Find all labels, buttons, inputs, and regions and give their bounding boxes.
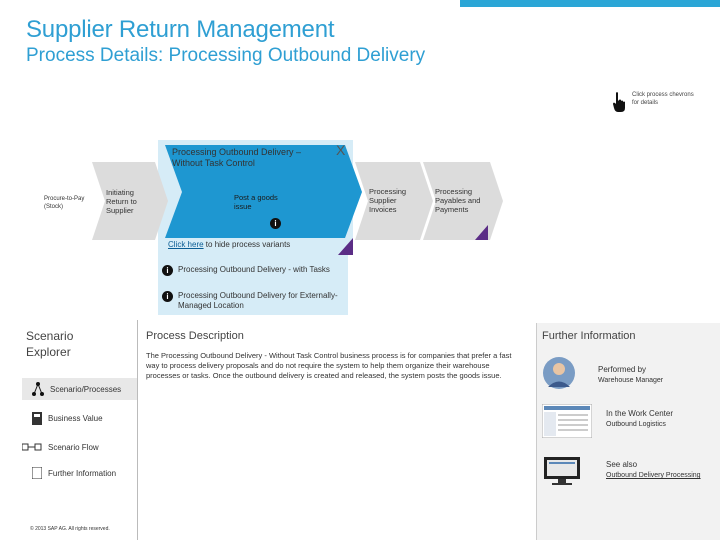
process-description-heading: Process Description [146,330,244,342]
performed-by-label: Performed by [598,365,647,374]
close-button[interactable]: X [336,142,346,158]
sidebar-divider [137,320,138,540]
variants-panel [158,255,348,315]
see-also-link[interactable]: Outbound Delivery Processing [606,472,701,479]
variant-item[interactable]: i Processing Outbound Delivery - with Ta… [162,265,342,276]
see-also-label: See also [606,460,638,469]
network-icon [32,382,44,396]
chevron-initiating-return[interactable] [92,162,168,240]
info-icon[interactable]: i [270,218,281,229]
hint-text: Click process chevrons for details [632,92,694,106]
panel-corner-marker [338,238,353,255]
variants-toggle-text: to hide process variants [203,240,291,249]
sidebar-item-further-information[interactable]: Further Information [32,467,116,479]
page-title: Supplier Return Management [26,16,335,43]
screenshot-thumbnail-icon [542,404,592,438]
variants-toggle: Click here to hide process variants [168,240,290,249]
variant-item[interactable]: i Processing Outbound Delivery for Exter… [162,291,342,311]
chevron-payables-payments[interactable] [423,162,503,240]
copyright: © 2013 SAP AG. All rights reserved. [30,526,110,532]
sidebar-item-scenario-processes[interactable]: Scenario/Processes [22,378,138,400]
document-icon [32,467,42,479]
avatar [543,357,575,389]
scenario-explorer-heading: Scenario Explorer [26,329,74,359]
work-center-row: In the Work Center Outbound Logistics [542,404,673,438]
variant-label: Processing Outbound Delivery - with Task… [178,265,330,274]
performed-by-row: Performed by Warehouse Manager [542,356,663,390]
chevron-label-post-goods-issue: Post a goods issue [234,193,278,211]
chevron-label-procure-to-pay: Procure-to-Pay (Stock) [44,196,85,210]
chevron-label-supplier-invoices: Processing Supplier Invoices [369,187,407,214]
info-icon: i [162,291,173,302]
chevron-corner-marker [475,225,488,240]
top-bar [0,0,720,8]
sidebar-item-label: Further Information [48,468,117,478]
top-accent-bar [460,0,720,7]
sidebar-item-business-value[interactable]: Business Value [32,412,103,425]
chevron-procure-to-pay[interactable] [30,185,100,215]
chevron-supplier-invoices[interactable] [355,162,433,240]
info-icon: i [162,265,173,276]
sidebar-item-scenario-flow[interactable]: Scenario Flow [22,442,99,452]
chevron-post-goods-issue[interactable] [165,145,362,238]
work-center-label: In the Work Center [606,409,673,418]
hide-variants-link[interactable]: Click here [168,240,204,249]
chevron-hint: Click process chevrons for details [612,91,702,113]
monitor-icon [544,457,580,485]
chevron-label-initiating-return: Initiating Return to Supplier [106,188,137,215]
page-subtitle: Process Details: Processing Outbound Del… [26,45,426,66]
variant-label: Processing Outbound Delivery for Externa… [178,291,338,310]
active-process-title: Processing Outbound Delivery – Without T… [172,147,302,168]
work-center-value: Outbound Logistics [606,421,666,428]
see-also-row: See also Outbound Delivery Processing [542,455,701,487]
flow-icon [22,443,42,451]
performed-by-value: Warehouse Manager [598,377,664,384]
process-description-body: The Processing Outbound Delivery - Witho… [146,351,512,380]
sidebar-item-label: Scenario/Processes [50,384,122,394]
sidebar-item-label: Scenario Flow [48,442,99,452]
further-info-heading: Further Information [542,330,636,342]
chevron-label-payables: Processing Payables and Payments [435,187,481,214]
sidebar-item-label: Business Value [48,414,103,423]
hand-pointer-icon [613,92,625,112]
process-chevrons [30,145,503,255]
calculator-icon [32,412,42,425]
